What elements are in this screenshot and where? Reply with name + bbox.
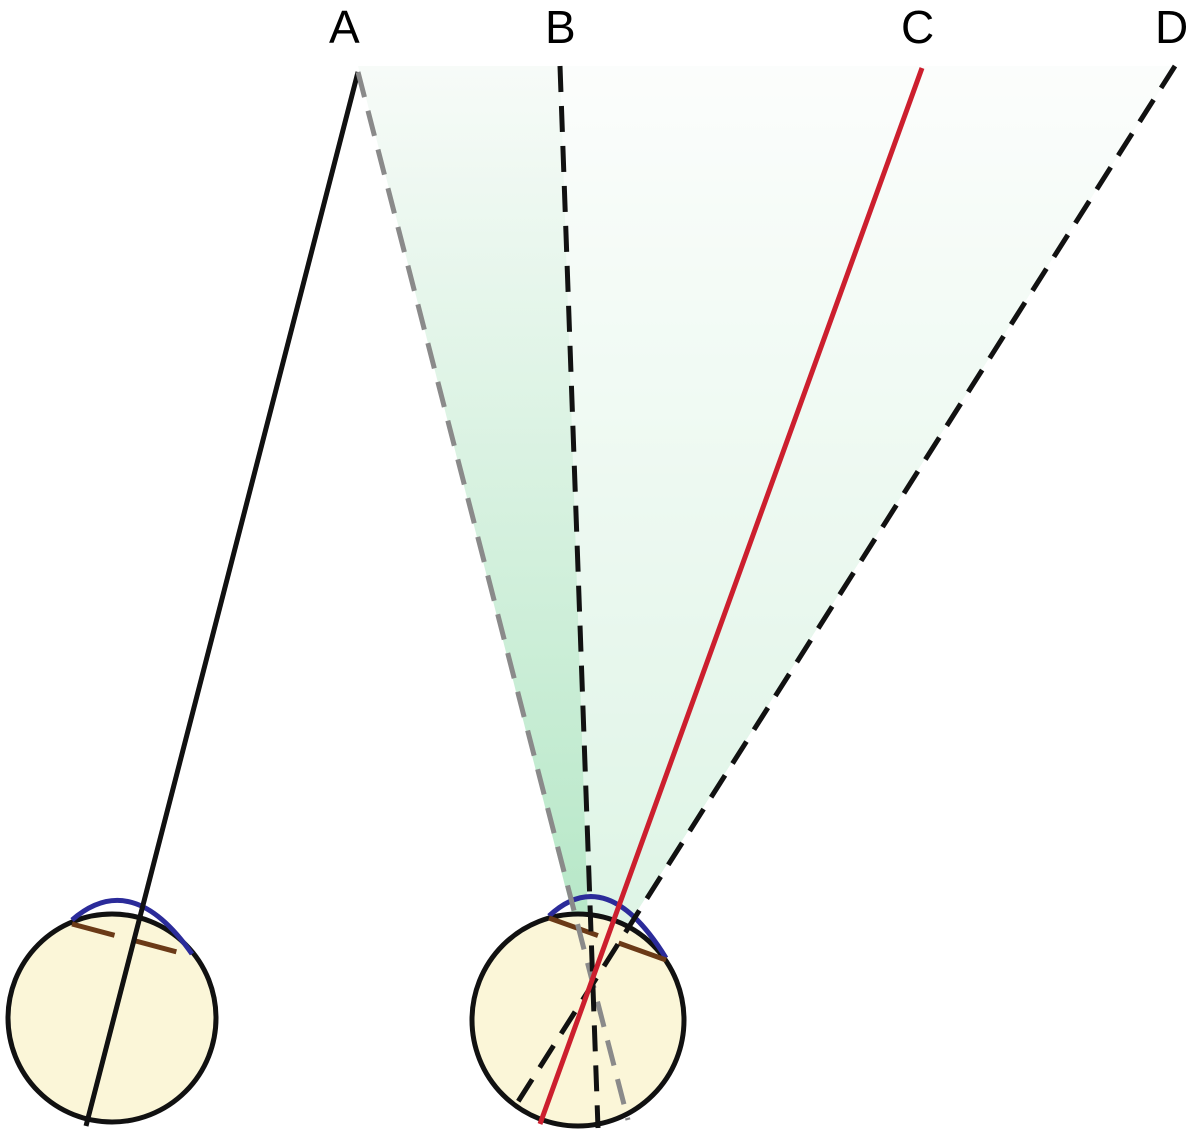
visual-axis-c bbox=[537, 67, 925, 1125]
field-wedge-inner bbox=[560, 66, 1175, 985]
point-label-c: C bbox=[901, 1, 935, 53]
left-line-of-sight bbox=[83, 71, 361, 1127]
left-cornea bbox=[70, 897, 195, 956]
ray-d-dashed bbox=[511, 64, 1178, 1110]
right-iris bbox=[548, 915, 667, 963]
point-label-d: D bbox=[1155, 1, 1189, 53]
left-eye bbox=[5, 71, 361, 1127]
point-label-a: A bbox=[329, 1, 360, 53]
right-cornea bbox=[547, 894, 669, 960]
ray-a-dashed bbox=[355, 71, 631, 1121]
ray-b-dashed bbox=[557, 65, 601, 1129]
left-iris bbox=[71, 921, 193, 959]
point-label-b: B bbox=[545, 1, 576, 53]
